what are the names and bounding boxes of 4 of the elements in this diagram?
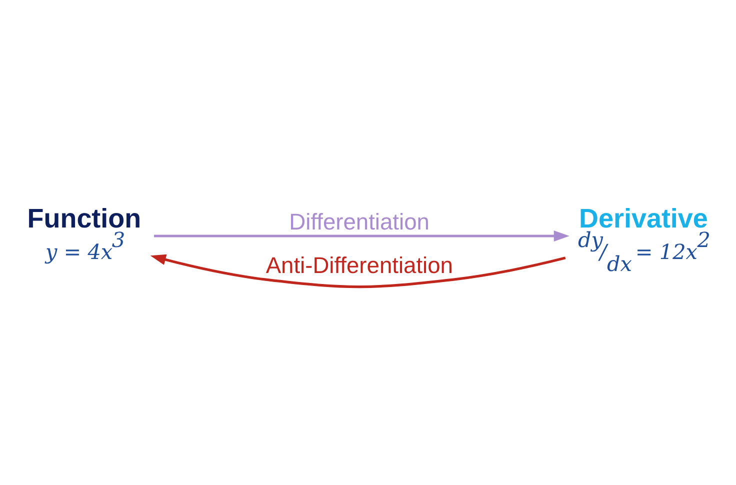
arrow xyxy=(154,230,570,242)
edge-label: Anti-Differentiation xyxy=(266,252,453,278)
arrow xyxy=(150,254,566,288)
edge-label: Differentiation xyxy=(289,208,430,234)
